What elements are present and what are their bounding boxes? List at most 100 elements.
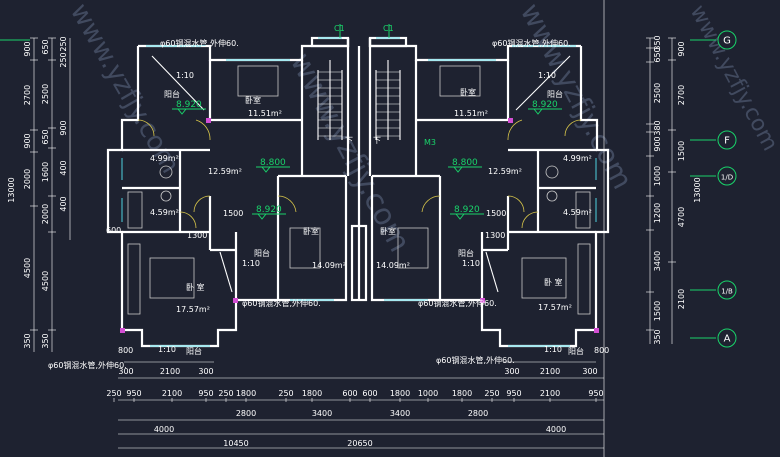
- room-area: 4.59m²: [563, 208, 592, 217]
- dim-bottom-3: 2800: [468, 409, 488, 418]
- dim-right-inner: 2500: [653, 83, 662, 103]
- elevation-triangle: [455, 213, 465, 220]
- room-area: 17.57m²: [176, 305, 210, 314]
- elevation-triangle: [257, 213, 267, 220]
- room-name: 卧室: [460, 87, 476, 97]
- dim-bottom-2: 2100: [540, 389, 560, 398]
- dim-right-outer: 900: [677, 41, 686, 56]
- dim-bottom-2: 1000: [418, 389, 438, 398]
- dim-left-mid: 350: [41, 333, 50, 348]
- axis-bubble: [717, 30, 737, 50]
- elevation-triangle: [261, 166, 271, 173]
- dim-right-inner: 350: [653, 329, 662, 344]
- dim-bottom-3: 3400: [390, 409, 410, 418]
- pipe-note: φ60钢混水管,外伸60.: [436, 355, 515, 365]
- axis-bubble: [717, 166, 737, 186]
- elevation-value: 8.800: [260, 158, 286, 168]
- dim-bottom-2: 950: [198, 389, 213, 398]
- axis-lines: [0, 24, 716, 339]
- dim-left-mid: 650: [41, 39, 50, 54]
- room-name: 卧 室: [544, 277, 563, 287]
- pipe-note: φ60钢混水管,外伸60.: [418, 298, 497, 308]
- room-name: 阳台: [568, 346, 584, 356]
- dim-left-mid: 2000: [41, 204, 50, 224]
- dim-bottom-2: 1800: [390, 389, 410, 398]
- dim-left-inner: 250: [59, 36, 68, 51]
- dim-bottom-2: 600: [362, 389, 377, 398]
- walls-west: [106, 38, 350, 348]
- room-name: 卧 室: [186, 282, 205, 292]
- room-area: 4.99m²: [150, 154, 179, 163]
- room-name: 阳台: [254, 248, 270, 258]
- pipe-note: φ60钢混水管,外伸60.: [48, 360, 127, 370]
- room-name: 阳台: [186, 346, 202, 356]
- axis-bubble: [717, 328, 737, 348]
- dim-left-mid: 2500: [41, 84, 50, 104]
- small-label: 1:10: [462, 259, 480, 268]
- dim-right-total: 13000: [693, 177, 702, 202]
- dim-right-outer: 1500: [677, 141, 686, 161]
- door-swings: [137, 119, 582, 229]
- axis-bubbles: GF1/D1/BA: [717, 30, 737, 348]
- dim-bottom-1: 2100: [160, 367, 180, 376]
- dim-left-inner: 400: [59, 160, 68, 175]
- small-label: C1: [334, 24, 345, 33]
- pipe-notes: φ60钢混水管,外伸60.φ60钢混水管,外伸60.φ60钢混水管,外伸60.φ…: [48, 38, 571, 370]
- dim-bottom-2: 250: [218, 389, 233, 398]
- dim-right-inner: 1500: [653, 301, 662, 321]
- room-area: 14.09m²: [376, 261, 410, 270]
- small-label: 600: [106, 226, 121, 235]
- dim-left-inner: 400: [59, 196, 68, 211]
- dim-right-inner: 1200: [653, 203, 662, 223]
- small-label: 1:10: [544, 345, 562, 354]
- windows: [121, 37, 597, 347]
- small-label: 1500: [486, 209, 506, 218]
- dim-right-inner: 650: [653, 47, 662, 62]
- room-area: 11.51m²: [454, 109, 488, 118]
- elevation-value: 8.800: [452, 158, 478, 168]
- elevation-triangle: [453, 166, 463, 173]
- dim-bottom-1: 2100: [540, 367, 560, 376]
- dim-left-mid: 1600: [41, 162, 50, 182]
- axis-label: G: [723, 36, 731, 47]
- room-area: 12.59m²: [488, 167, 522, 176]
- room-area: 11.51m²: [248, 109, 282, 118]
- room-area: 12.59m²: [208, 167, 242, 176]
- small-label: M3: [424, 138, 436, 147]
- room-name: 卧室: [245, 95, 261, 105]
- dim-bottom-2: 1800: [302, 389, 322, 398]
- dimension-lines: [33, 38, 673, 449]
- dim-left-outer: 900: [23, 41, 32, 56]
- dim-bottom-2: 1800: [236, 389, 256, 398]
- dim-bottom-1: 300: [504, 367, 519, 376]
- elevation-value: 8.920: [532, 100, 558, 110]
- dim-bottom-2: 1800: [452, 389, 472, 398]
- dim-right-outer: 2700: [677, 85, 686, 105]
- dim-bottom-1: 300: [198, 367, 213, 376]
- room-area: 4.99m²: [563, 154, 592, 163]
- walls-east: [368, 38, 610, 348]
- dim-right-inner: 380: [653, 120, 662, 135]
- column-markers: [120, 118, 599, 333]
- dim-bottom-4: 4000: [154, 425, 174, 434]
- dim-left-outer: 350: [23, 333, 32, 348]
- dim-left-outer: 900: [23, 133, 32, 148]
- axis-label: A: [724, 334, 731, 345]
- dim-right-inner: 1000: [653, 166, 662, 186]
- room-name: 阳台: [458, 248, 474, 258]
- small-label: 1:10: [158, 345, 176, 354]
- room-name: 阳台: [164, 89, 180, 99]
- small-label: 下: [345, 136, 353, 145]
- dim-bottom-2: 950: [506, 389, 521, 398]
- small-label: 1:10: [176, 71, 194, 80]
- elevation-value: 8.920: [256, 205, 282, 215]
- small-label: 1:10: [242, 259, 260, 268]
- small-label: 1300: [187, 231, 207, 240]
- dimension-texts: 9002700900200045003506502500650160020004…: [7, 35, 702, 448]
- dim-left-outer: 2700: [23, 85, 32, 105]
- dim-left-total: 13000: [7, 177, 16, 202]
- balcony-slopes: [151, 55, 571, 293]
- dim-bottom-2: 250: [106, 389, 121, 398]
- dim-left-inner: 250: [59, 52, 68, 67]
